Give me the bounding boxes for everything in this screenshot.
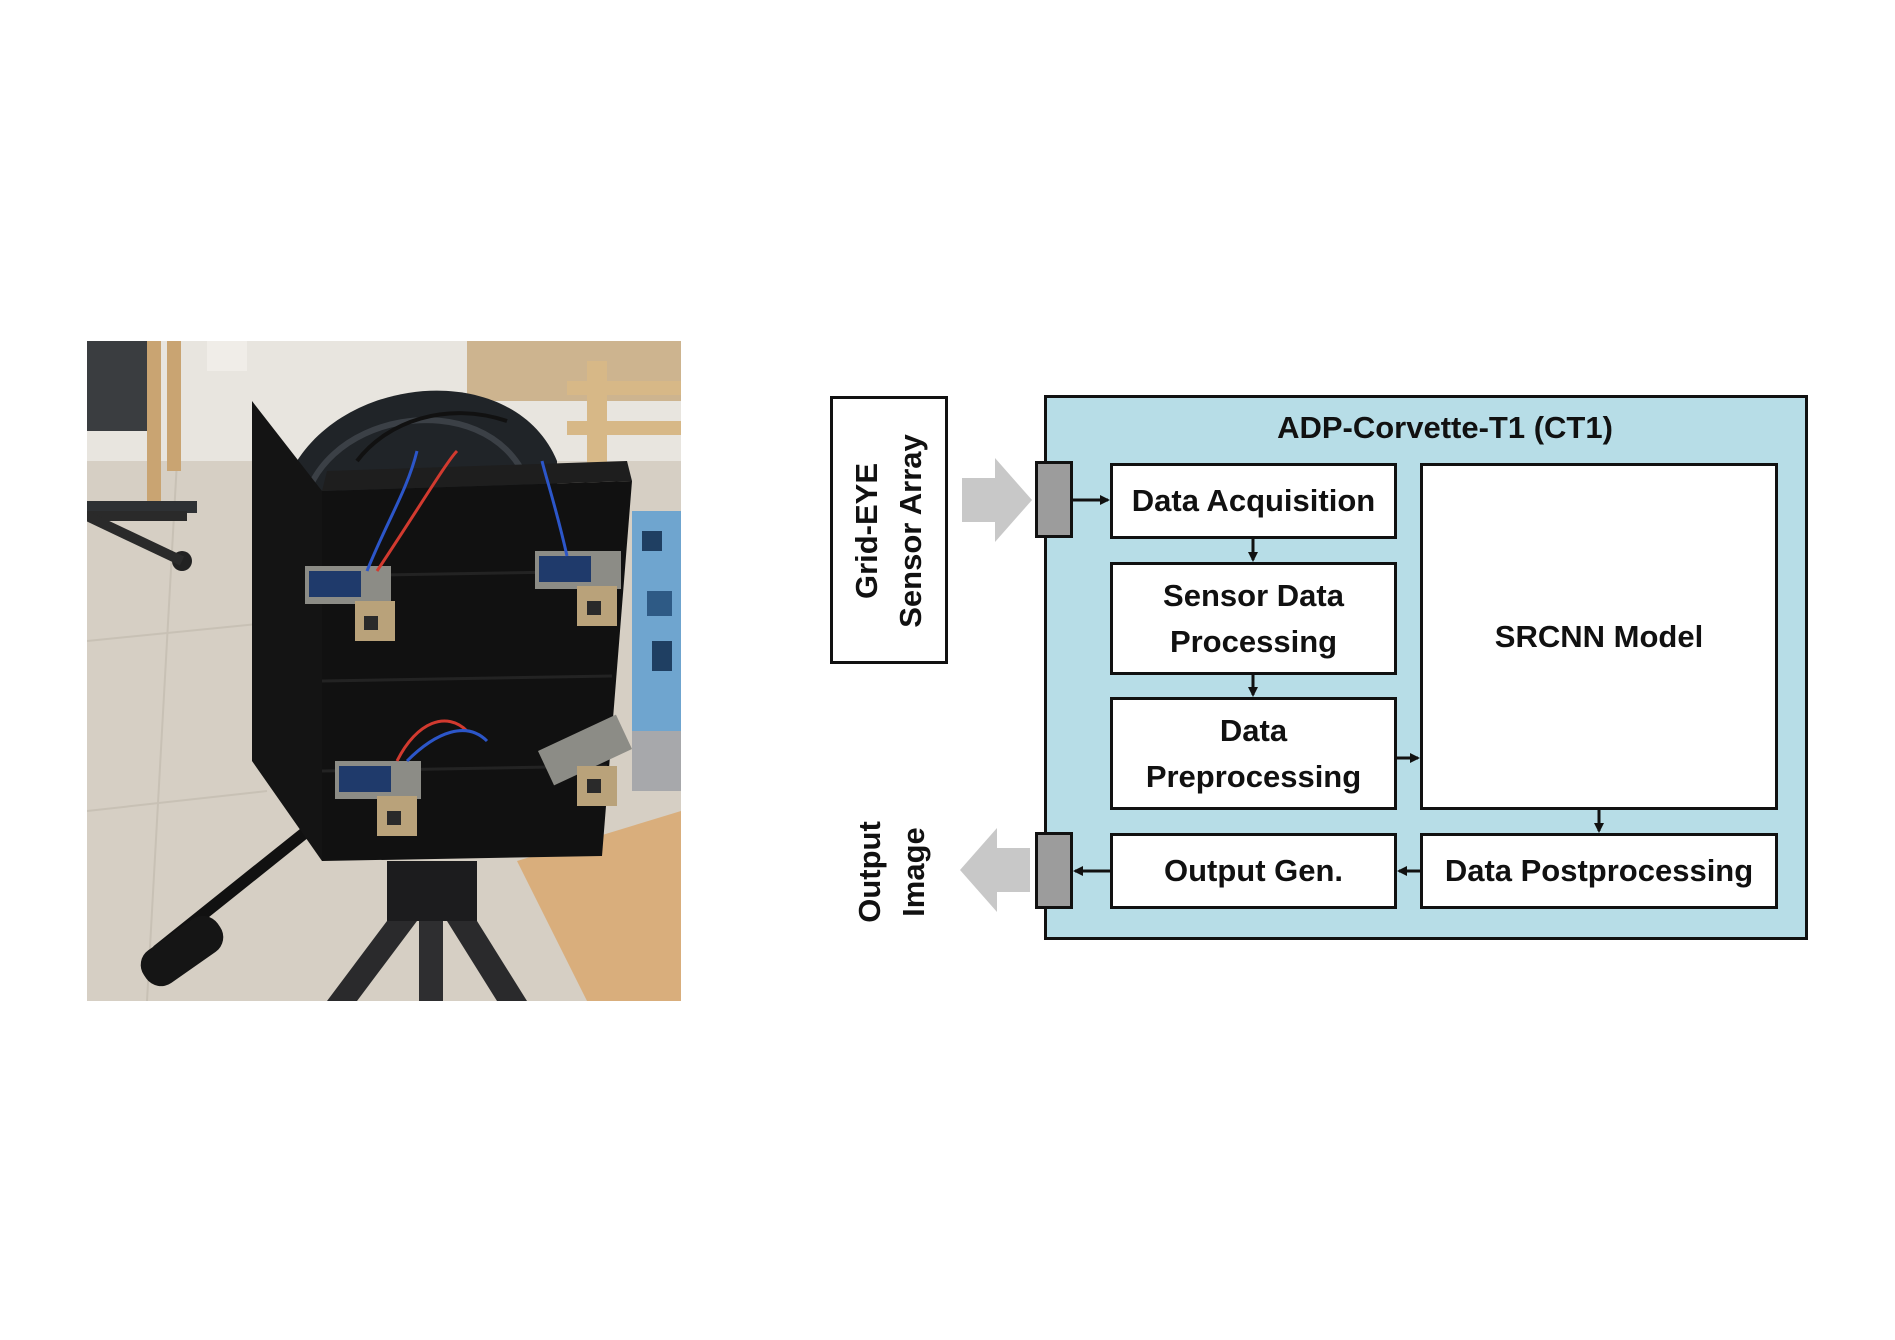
data-preprocessing-block: Data Preprocessing bbox=[1110, 697, 1397, 810]
input-flow-arrow bbox=[962, 458, 1032, 542]
data-postprocessing-block: Data Postprocessing bbox=[1420, 833, 1778, 909]
sensor-rig-illustration bbox=[87, 341, 681, 1001]
sensor-data-processing-block: Sensor Data Processing bbox=[1110, 562, 1397, 675]
data-acquisition-block: Data Acquisition bbox=[1110, 463, 1397, 539]
sensor-board bbox=[537, 714, 633, 806]
output-flow-arrow bbox=[960, 828, 1030, 912]
sensor-rig-photo bbox=[87, 341, 681, 1001]
output-port bbox=[1035, 832, 1073, 909]
system-title: ADP-Corvette-T1 (CT1) bbox=[1277, 410, 1613, 445]
sensor-board bbox=[305, 566, 395, 641]
input-sensor-box bbox=[830, 396, 948, 664]
input-port bbox=[1035, 461, 1073, 538]
srcnn-model-block: SRCNN Model bbox=[1420, 463, 1778, 810]
sensor-board bbox=[535, 551, 621, 626]
output-gen-block: Output Gen. bbox=[1110, 833, 1397, 909]
sensor-board bbox=[335, 761, 421, 836]
